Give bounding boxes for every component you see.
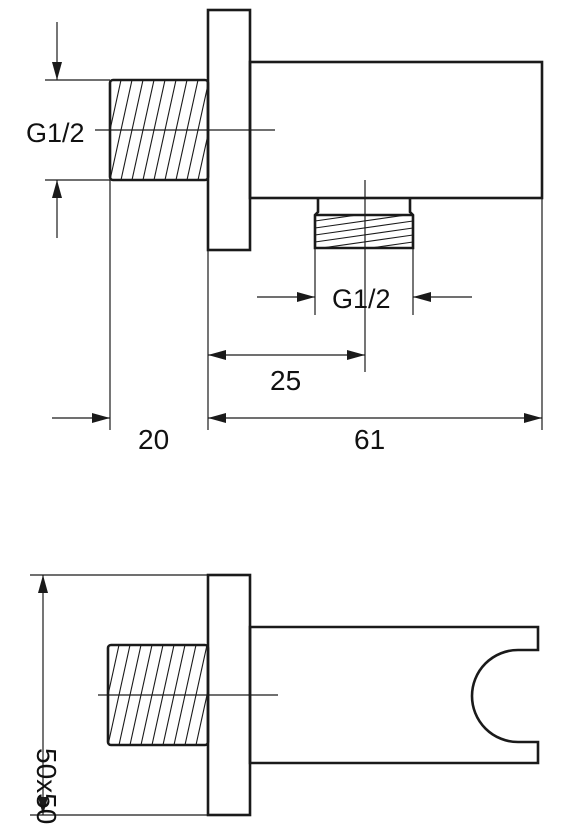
outlet-thread-hatching: [315, 200, 413, 277]
dimension-25-label: 25: [270, 365, 301, 396]
g12-left-arrow-top: [52, 62, 62, 80]
dim-61-arrow-left: [208, 413, 226, 423]
dim-20-arrow-left: [92, 413, 110, 423]
elbow-body: [248, 60, 544, 200]
dim-50-arrow-bottom: [38, 797, 48, 815]
dim-50-arrow-top: [38, 575, 48, 593]
thread-hatch-line: [108, 645, 120, 698]
dim-25-arrow-left: [208, 350, 226, 360]
thread-hatch-line: [315, 215, 361, 222]
thread-label-outlet: G1/2: [332, 284, 391, 314]
thread-hatch-line: [197, 131, 208, 180]
dimension-20-label: 20: [138, 424, 169, 455]
thread-label-inlet: G1/2: [26, 118, 85, 148]
holder-view: 50x50: [30, 573, 540, 824]
thread-hatch-line: [315, 227, 413, 243]
dimension-61-label: 61: [354, 424, 385, 455]
thread-hatch-line: [315, 200, 413, 214]
side-view: G1/2 G1/2 25 20 61: [26, 8, 544, 455]
dim-61-arrow-right: [524, 413, 542, 423]
thread-hatch-line: [315, 215, 410, 229]
thread-hatch-line: [315, 263, 413, 277]
thread-hatch-line: [315, 220, 413, 236]
thread-hatch-line: [110, 80, 122, 133]
g12-outlet-arrow-left: [297, 292, 315, 302]
thread-hatch-line: [315, 249, 413, 263]
g12-outlet-arrow-right: [413, 292, 431, 302]
g12-left-arrow-bottom: [52, 180, 62, 198]
thread-hatch-line: [318, 234, 413, 248]
dim-25-arrow-right: [347, 350, 365, 360]
outlet-thread-outline: [313, 198, 415, 250]
dimension-50x50-label: 50x50: [31, 748, 62, 824]
holder-body-cradle: [248, 625, 540, 765]
thread-hatch-line: [315, 256, 413, 270]
thread-hatch-line: [367, 241, 413, 248]
